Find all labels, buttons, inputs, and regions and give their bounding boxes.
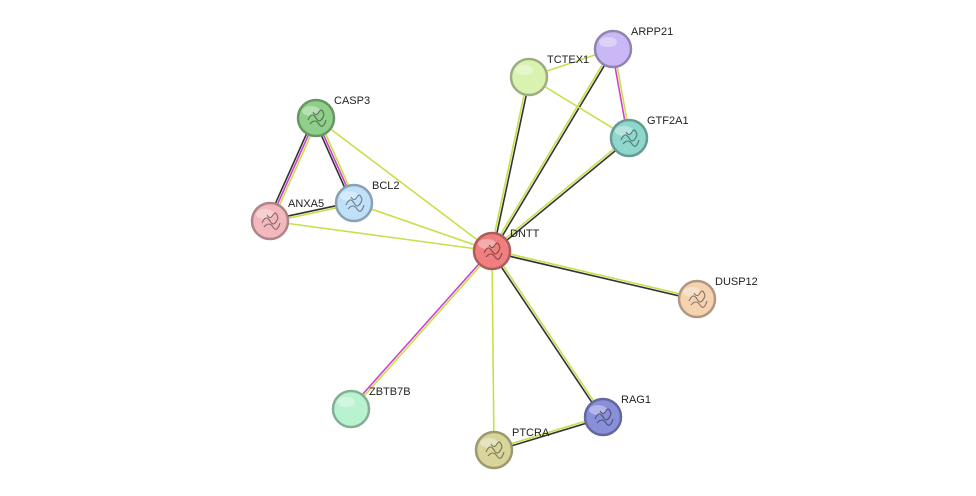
edge-dntt-gtf2a1[interactable] — [490, 136, 631, 253]
node-highlight — [480, 438, 498, 448]
node-bcl2[interactable]: BCL2 — [334, 180, 400, 223]
edge-line-textmining — [353, 202, 493, 252]
protein-structure-icon — [261, 212, 281, 230]
node-label: ARPP21 — [631, 26, 673, 38]
edge-line-textmining — [528, 76, 630, 139]
protein-structure-icon — [483, 242, 503, 260]
node-highlight — [599, 37, 617, 47]
node-arpp21[interactable]: ARPP21 — [593, 26, 673, 69]
node-highlight — [589, 405, 607, 415]
edge-dntt-bcl2[interactable] — [353, 202, 493, 252]
node-dntt[interactable]: DNTT — [472, 228, 540, 271]
node-ptcra[interactable]: PTCRA — [474, 427, 550, 470]
node-label: DNTT — [510, 228, 540, 240]
edge-line-textmining — [490, 76, 529, 251]
edge-dntt-anxa5[interactable] — [269, 220, 493, 252]
node-highlight — [478, 239, 496, 249]
edge-line-coexpression — [492, 138, 631, 253]
node-dusp12[interactable]: DUSP12 — [677, 276, 758, 319]
edge-dntt-zbtb7b[interactable] — [349, 249, 494, 411]
edge-dntt-casp3[interactable] — [315, 117, 493, 252]
node-label: ZBTB7B — [369, 386, 411, 398]
node-highlight — [302, 106, 320, 116]
node-label: ANXA5 — [288, 198, 324, 210]
protein-structure-icon — [688, 290, 708, 308]
node-highlight — [256, 209, 274, 219]
node-label: BCL2 — [372, 180, 400, 192]
node-anxa5[interactable]: ANXA5 — [250, 198, 324, 241]
node-circle — [593, 29, 633, 69]
edge-line-experimental — [349, 249, 492, 409]
edge-dntt-tctex1[interactable] — [490, 76, 531, 252]
protein-structure-icon — [307, 109, 327, 127]
node-tctex1[interactable]: TCTEX1 — [509, 54, 589, 97]
protein-structure-icon — [620, 129, 640, 147]
node-circle — [509, 57, 549, 97]
edge-line-coexpression — [492, 77, 531, 252]
node-highlight — [340, 191, 358, 201]
node-gtf2a1[interactable]: GTF2A1 — [609, 115, 689, 158]
edge-tctex1-gtf2a1[interactable] — [528, 76, 630, 139]
node-highlight — [683, 287, 701, 297]
node-label: PTCRA — [512, 427, 550, 439]
edge-dntt-arpp21[interactable] — [490, 48, 615, 252]
node-highlight — [515, 65, 533, 75]
edge-dntt-ptcra[interactable] — [491, 250, 495, 451]
node-label: RAG1 — [621, 394, 651, 406]
edge-line-coexpression — [490, 251, 603, 419]
edge-dntt-rag1[interactable] — [490, 249, 605, 419]
protein-structure-icon — [485, 441, 505, 459]
edge-line-textmining — [490, 136, 629, 251]
node-label: TCTEX1 — [547, 54, 589, 66]
edge-line-coexpression — [491, 251, 697, 301]
edge-line-textmining — [491, 250, 495, 451]
node-zbtb7b[interactable]: ZBTB7B — [331, 386, 411, 429]
edge-line-textmining — [315, 117, 493, 252]
edge-line-textmining — [492, 249, 698, 299]
edge-line-textmining — [490, 48, 613, 251]
node-highlight — [615, 126, 633, 136]
node-label: GTF2A1 — [647, 115, 689, 127]
protein-structure-icon — [345, 194, 365, 212]
node-label: DUSP12 — [715, 276, 758, 288]
edge-line-textmining — [492, 249, 605, 417]
edge-line-coexpression — [492, 49, 615, 252]
edge-line-textmining — [269, 220, 493, 252]
node-label: CASP3 — [334, 95, 370, 107]
edge-line-textmining — [351, 251, 494, 411]
edge-dntt-dusp12[interactable] — [491, 249, 698, 301]
protein-structure-icon — [594, 408, 614, 426]
node-circle — [331, 389, 371, 429]
node-casp3[interactable]: CASP3 — [296, 95, 370, 138]
node-rag1[interactable]: RAG1 — [583, 394, 651, 437]
node-highlight — [337, 397, 355, 407]
